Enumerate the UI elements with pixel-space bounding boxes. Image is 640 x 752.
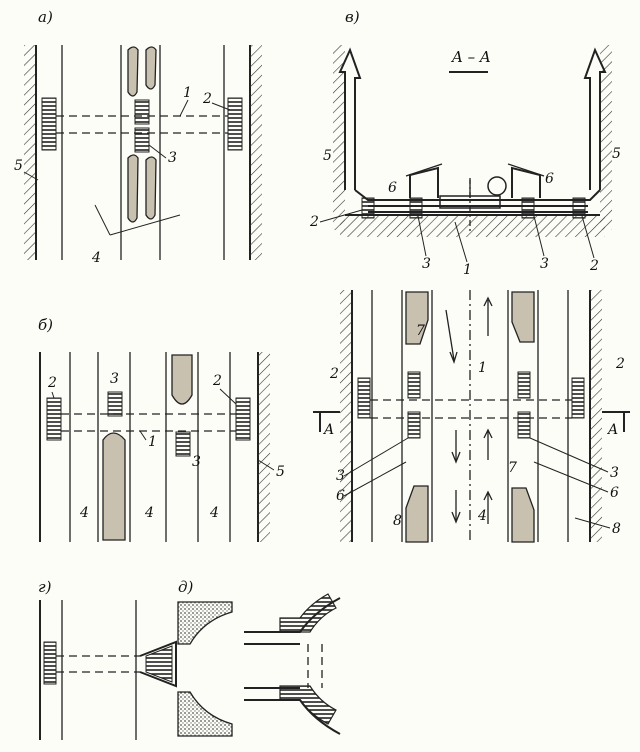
panel-v-label: в)	[345, 8, 360, 26]
svg-text:A: A	[606, 422, 618, 438]
panel-b-label: б)	[38, 316, 53, 334]
svg-text:2: 2	[47, 375, 57, 391]
panel-d-label: д)	[178, 578, 194, 596]
ore-body	[171, 354, 193, 405]
svg-text:4: 4	[477, 508, 487, 524]
ore-lens	[127, 154, 139, 223]
panel-v-plan: A A 7 1 2 2 3 3 6 6 7 4 8 8	[313, 290, 630, 543]
svg-text:2: 2	[202, 91, 212, 107]
wall-hatch-left	[24, 45, 36, 260]
svg-text:4: 4	[79, 505, 89, 521]
svg-text:2: 2	[212, 373, 222, 389]
svg-text:1: 1	[148, 434, 157, 450]
svg-text:3: 3	[336, 468, 345, 484]
panel-g-label: г)	[38, 578, 52, 596]
svg-text:1: 1	[183, 85, 192, 101]
svg-text:4: 4	[91, 250, 101, 266]
ladder-mid	[134, 99, 150, 125]
svg-text:6: 6	[610, 485, 619, 501]
panel-b: б) 2 3 2 1 3 5 4 4 4	[38, 316, 285, 542]
panel-a: а) 1 2 3 5 4	[14, 8, 262, 266]
panel-a-label: а)	[38, 8, 53, 26]
ore-body	[102, 432, 126, 541]
svg-text:3: 3	[110, 371, 119, 387]
ore-lens	[145, 156, 157, 220]
svg-text:5: 5	[323, 148, 332, 164]
ladder-mid	[134, 127, 150, 153]
svg-text:2: 2	[309, 214, 319, 230]
svg-text:6: 6	[388, 180, 397, 196]
svg-text:2: 2	[329, 366, 339, 382]
wall-hatch-right	[250, 45, 262, 260]
svg-text:6: 6	[545, 171, 554, 187]
panel-d: д)	[177, 578, 341, 737]
svg-text:1: 1	[463, 262, 472, 278]
svg-text:3: 3	[168, 150, 177, 166]
svg-text:8: 8	[393, 513, 402, 529]
ladder-left	[41, 97, 57, 151]
svg-text:3: 3	[540, 256, 549, 272]
svg-text:2: 2	[589, 258, 599, 274]
svg-text:6: 6	[336, 488, 345, 504]
svg-text:5: 5	[276, 464, 285, 480]
svg-text:1: 1	[478, 360, 487, 376]
ore-lens	[127, 46, 139, 97]
svg-text:3: 3	[192, 454, 201, 470]
svg-text:7: 7	[508, 460, 517, 476]
svg-text:2: 2	[615, 356, 625, 372]
svg-text:5: 5	[14, 158, 23, 174]
ore-lens	[145, 46, 157, 90]
svg-text:4: 4	[209, 505, 219, 521]
section-title: A – A	[450, 48, 491, 66]
mine-car-icon	[487, 176, 507, 196]
svg-text:3: 3	[422, 256, 431, 272]
svg-text:A: A	[322, 422, 334, 438]
svg-text:8: 8	[612, 521, 621, 537]
svg-text:5: 5	[612, 146, 621, 162]
svg-text:3: 3	[610, 465, 619, 481]
svg-text:7: 7	[416, 323, 425, 339]
ladder-right	[227, 97, 243, 151]
panel-g: г)	[38, 578, 177, 740]
svg-text:4: 4	[144, 505, 154, 521]
panel-v-section: в) A – A 5 5 6 6	[309, 8, 621, 278]
